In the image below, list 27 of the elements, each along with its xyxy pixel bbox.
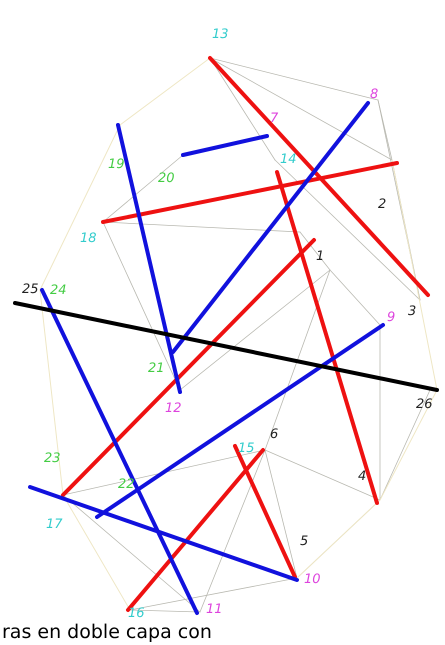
point-number: 9 — [387, 311, 396, 325]
point-number: 17 — [46, 518, 63, 532]
point-number: 25 — [22, 283, 39, 297]
point-number: 20 — [158, 172, 175, 186]
point-number: 1 — [316, 250, 324, 264]
point-number: 12 — [165, 402, 182, 416]
point-number: 19 — [108, 158, 125, 172]
point-number: 14 — [280, 153, 297, 167]
point-number: 18 — [80, 232, 97, 246]
point-number: 22 — [118, 478, 135, 492]
point-number: 16 — [128, 607, 145, 621]
point-number: 3 — [408, 305, 416, 319]
point-number: 13 — [212, 28, 229, 42]
point-number: 24 — [50, 284, 67, 298]
point-number: 6 — [270, 428, 278, 442]
point-number: 23 — [44, 452, 61, 466]
point-number: 21 — [148, 362, 165, 376]
point-number: 2 — [378, 198, 386, 212]
point-number: 15 — [238, 442, 255, 456]
point-number: 4 — [358, 470, 366, 484]
point-number: 11 — [206, 603, 223, 617]
point-number: 8 — [370, 88, 378, 102]
caption: ras en doble capa con — [2, 621, 212, 643]
point-number: 7 — [270, 112, 278, 126]
point-number: 5 — [300, 535, 308, 549]
point-number: 26 — [416, 398, 433, 412]
point-number: 10 — [304, 573, 321, 587]
